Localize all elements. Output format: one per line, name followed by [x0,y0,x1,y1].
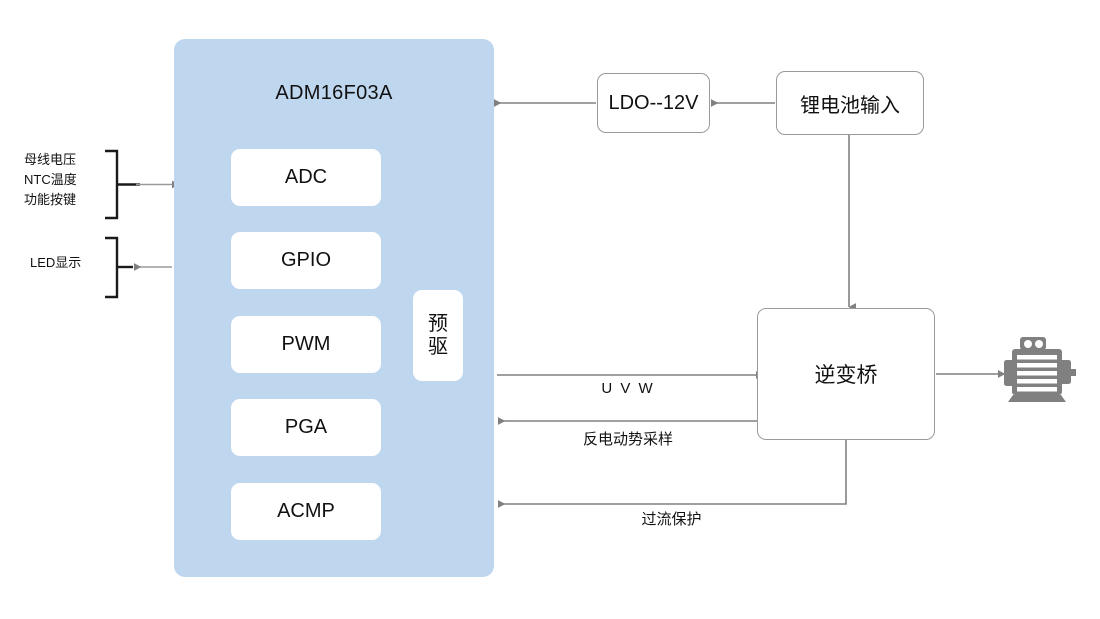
motor-icon [1004,337,1076,402]
module-adc[interactable]: ADC [231,149,381,206]
ldo-block[interactable]: LDO--12V [597,73,710,133]
inverter-bridge-block[interactable]: 逆变桥 [757,308,935,440]
output-label-led-display: LED显示 [30,255,82,270]
predriver-label: 预驱 [428,313,448,358]
input-label-function-key: 功能按键 [24,192,77,208]
output-bracket-icon [105,236,133,299]
input-label-bus-voltage: 母线电压 [24,152,77,167]
signal-label-overcurrent-protection: 过流保护 [641,511,702,528]
module-pga[interactable]: PGA [231,399,381,456]
input-bracket-icon [105,149,140,220]
module-predriver[interactable]: 预驱 [413,290,463,381]
input-signal-labels: 母线电压 NTC温度 功能按键 [24,150,77,210]
overcurrent-protection-arrow [498,440,847,508]
input-label-ntc-temperature: NTC温度 [24,172,77,188]
output-signal-labels: LED显示 [30,253,81,273]
module-pwm[interactable]: PWM [231,316,381,373]
module-gpio[interactable]: GPIO [231,232,381,289]
signal-label-bemf-sampling: 反电动势采样 [582,431,673,448]
battery-input-block[interactable]: 锂电池输入 [776,71,924,135]
module-acmp[interactable]: ACMP [231,483,381,540]
signal-label-uvw: U V W [601,380,655,397]
mcu-title: ADM16F03A [275,82,393,104]
